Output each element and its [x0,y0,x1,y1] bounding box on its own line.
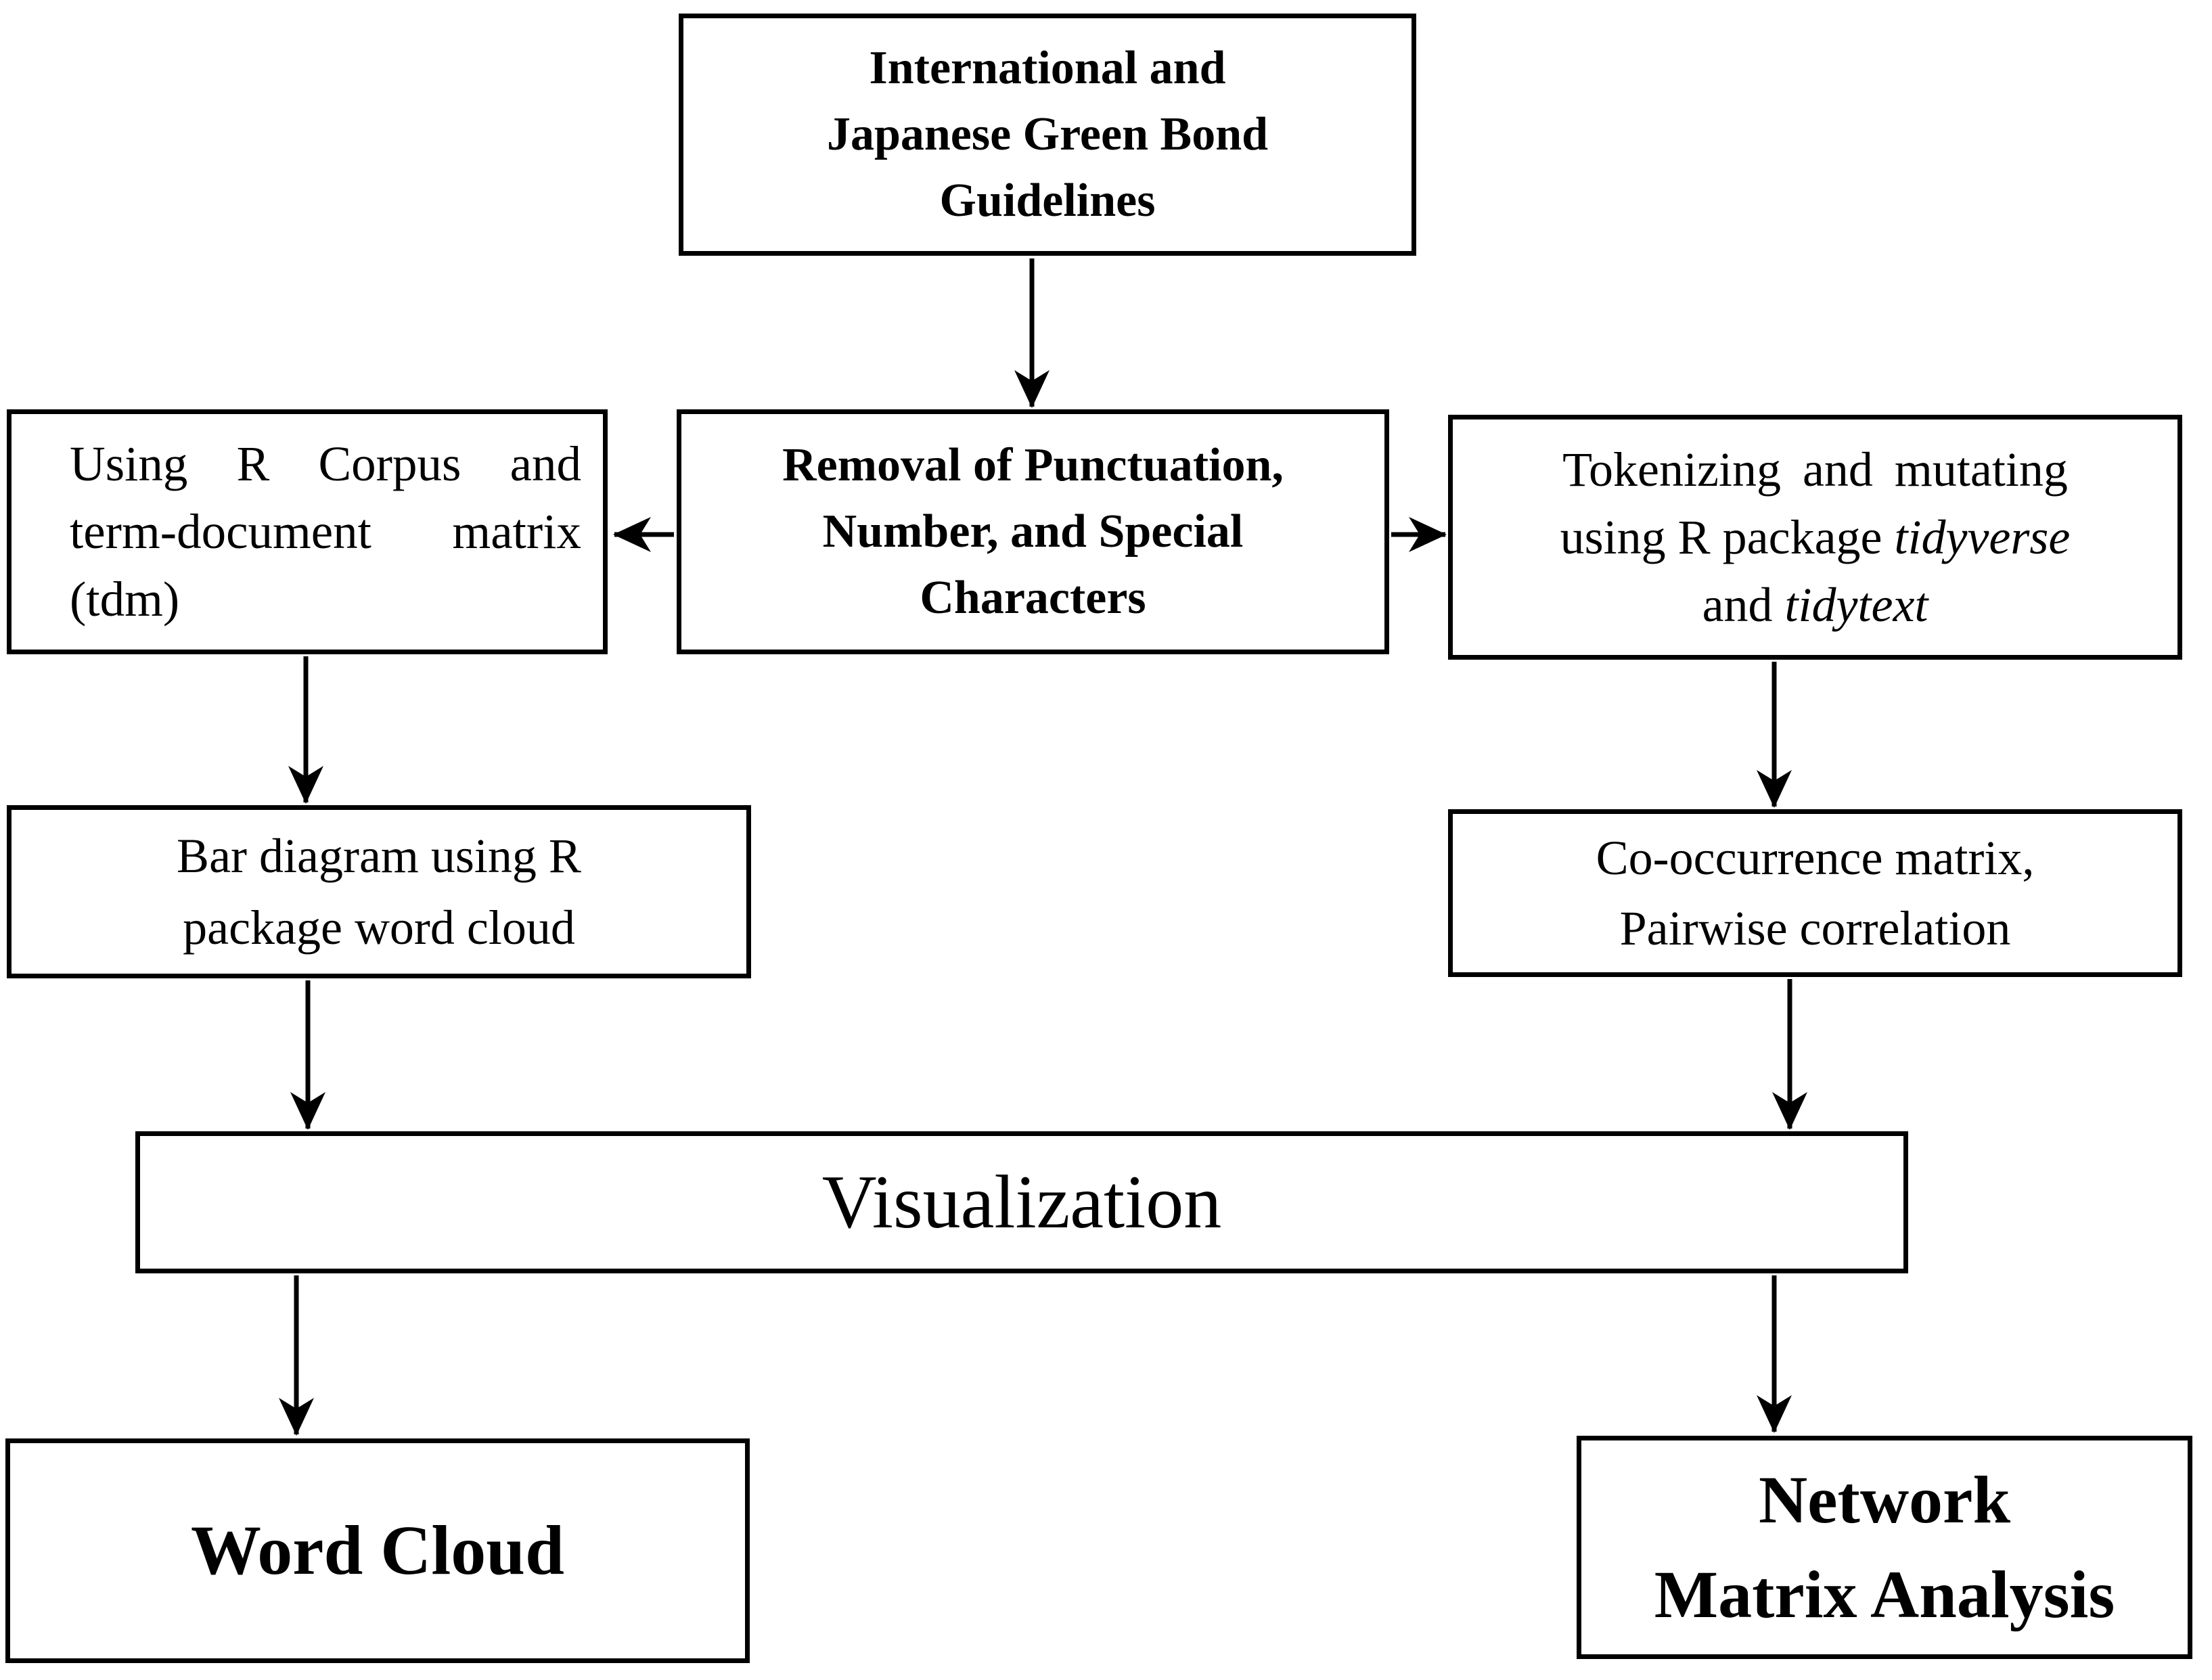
node-visualization: Visualization [135,1131,1908,1273]
node-line: Bar diagram using R [177,829,581,883]
node-bar-diagram: Bar diagram using R package word cloud [7,805,751,978]
node-label: Word Cloud [191,1512,564,1589]
node-line: Japanese Green Bond [826,108,1269,160]
node-line: term-document matrix [70,504,581,559]
node-line-text: using R package [1560,510,1895,564]
node-word-cloud: Word Cloud [5,1438,750,1663]
node-line: Network [1758,1462,2011,1537]
node-text-block: Using R Corpus and term-document matrix … [12,430,603,633]
node-line: Co-occurrence matrix, [1596,831,2035,885]
node-green-bond-guidelines: International and Japanese Green Bond Gu… [679,14,1416,256]
node-line: Pairwise correlation [1619,901,2011,955]
node-cooccurrence-matrix: Co-occurrence matrix, Pairwise correlati… [1448,809,2182,977]
node-line: and tidytext [1702,571,1928,639]
node-line: Matrix Analysis [1654,1557,2115,1632]
node-removal-punctuation: Removal of Punctuation, Number, and Spec… [677,409,1389,654]
node-line: (tdm) [70,572,180,627]
node-r-corpus-tdm: Using R Corpus and term-document matrix … [7,409,608,654]
node-line: using R package tidyverse [1560,503,2071,571]
package-name-tidytext: tidytext [1784,578,1928,632]
node-network-matrix-analysis: Network Matrix Analysis [1577,1436,2192,1659]
package-name-tidyverse: tidyverse [1894,510,2071,564]
node-line: International and [869,42,1226,94]
node-line: Removal of Punctuation, [782,439,1284,491]
node-line: package word cloud [183,901,575,955]
node-tokenizing-mutating: Tokenizing and mutating using R package … [1448,415,2182,660]
node-label: Visualization [821,1160,1222,1244]
node-line: Tokenizing and mutating [1562,442,2068,497]
node-line: Using R Corpus and [70,436,581,491]
node-line: Number, and Special [822,505,1244,558]
node-line-text: and [1702,578,1785,632]
node-line: Guidelines [939,175,1156,227]
node-line: Characters [920,572,1146,624]
